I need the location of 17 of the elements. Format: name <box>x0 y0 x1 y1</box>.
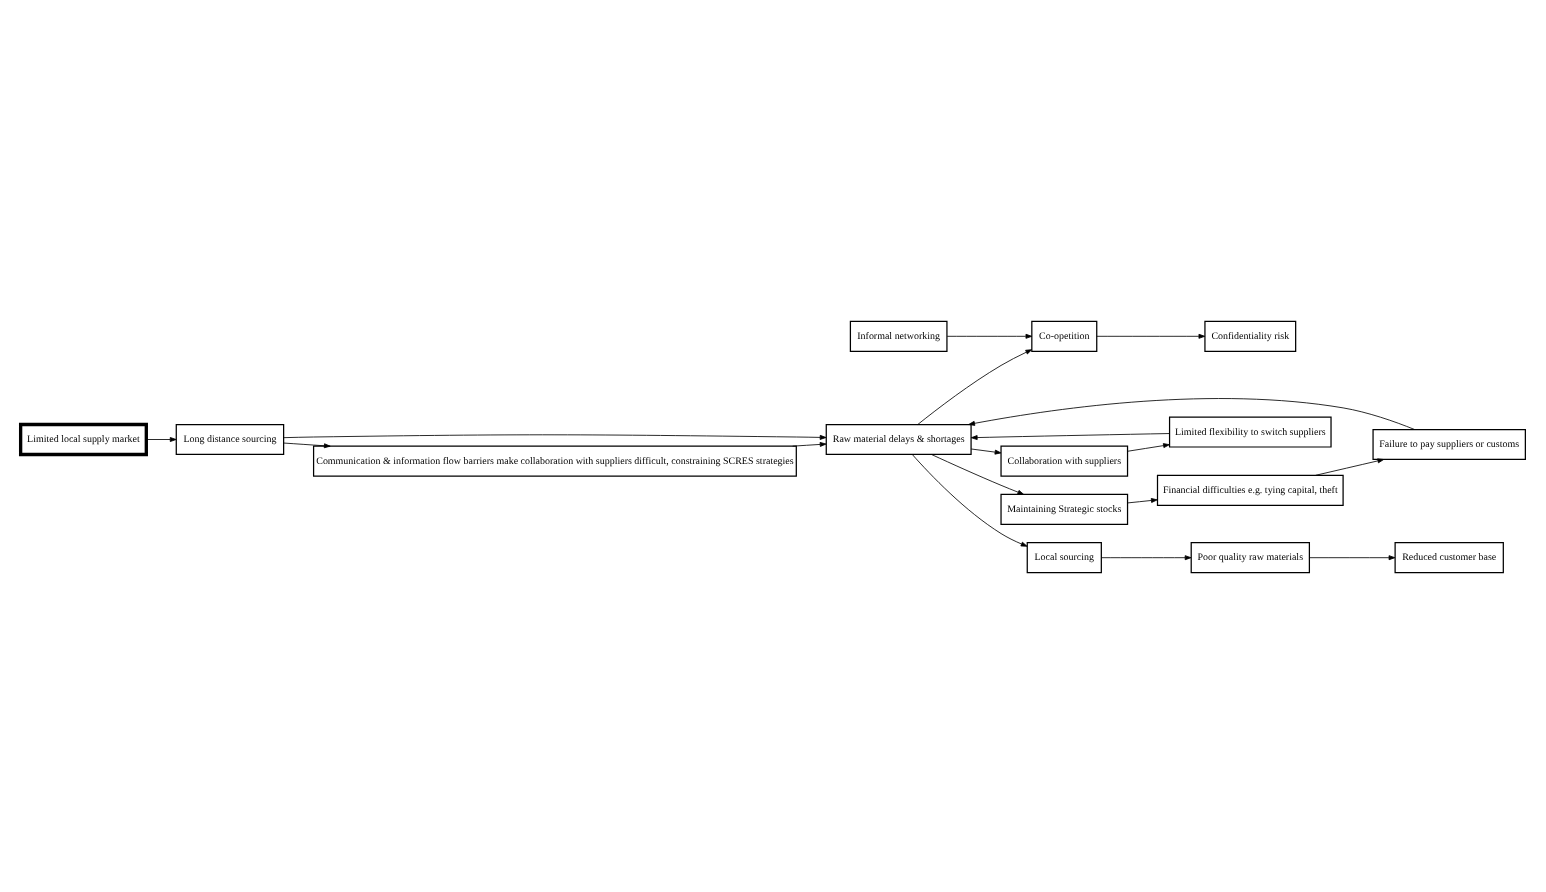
arrow <box>970 447 1002 454</box>
arrow <box>917 348 1033 424</box>
arrow <box>946 332 1033 338</box>
arrow <box>1101 554 1192 560</box>
arrow <box>283 433 827 439</box>
arrow <box>145 436 177 441</box>
arrow <box>1127 442 1170 451</box>
arrow <box>968 397 1415 429</box>
arrow <box>1309 554 1396 560</box>
arrow <box>792 440 827 446</box>
arrow <box>912 453 1028 546</box>
arrow <box>1096 332 1206 338</box>
arrow <box>931 453 1025 494</box>
arrow <box>970 432 1170 439</box>
arrow <box>1315 457 1385 475</box>
arrow <box>283 441 331 448</box>
arrow <box>1127 497 1158 503</box>
